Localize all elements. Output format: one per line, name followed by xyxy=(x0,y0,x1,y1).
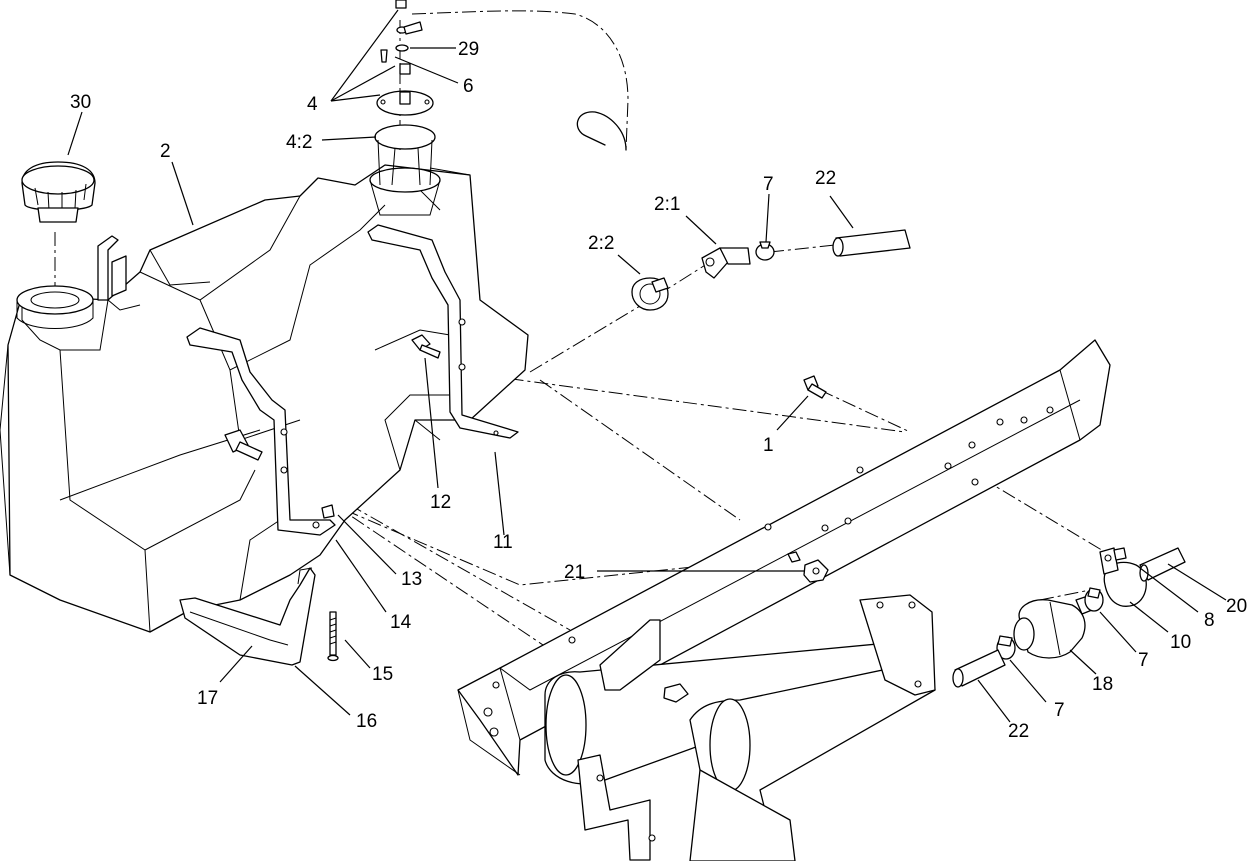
clamp-7-top xyxy=(755,241,775,261)
hose-8-20 xyxy=(1139,547,1186,582)
callout-13: 13 xyxy=(401,569,422,590)
callout-18: 18 xyxy=(1092,674,1113,695)
bolt-1 xyxy=(803,375,827,399)
callout-8: 8 xyxy=(1204,610,1215,631)
callout-16: 16 xyxy=(356,711,377,732)
tank-strap-rear xyxy=(367,224,519,439)
nut-13 xyxy=(321,504,335,519)
callout-30: 30 xyxy=(70,92,91,113)
fuel-hose-22-top xyxy=(832,229,911,257)
callout-29: 29 xyxy=(458,39,479,60)
callout-11: 11 xyxy=(493,532,513,553)
nut-21 xyxy=(787,551,829,583)
tank-bolt-front xyxy=(224,429,263,461)
fuel-filter-18 xyxy=(1013,595,1093,659)
vent-line xyxy=(576,111,627,151)
callout-1: 1 xyxy=(763,435,774,456)
callout-14: 14 xyxy=(390,612,412,633)
bolt-12 xyxy=(411,334,441,359)
frame-rail xyxy=(457,339,1111,861)
clamp-7-bottom xyxy=(996,635,1016,660)
callout-21: 21 xyxy=(564,562,585,583)
callout-22-bottom: 22 xyxy=(1008,721,1029,742)
callout-labels: 30 2 4 4:2 29 6 2:2 2:1 7 22 1 12 11 13 … xyxy=(70,39,1247,742)
callout-12: 12 xyxy=(430,492,451,513)
callout-7-top: 7 xyxy=(763,174,774,195)
callout-17: 17 xyxy=(197,688,218,709)
callout-7-right: 7 xyxy=(1138,650,1149,671)
callout-4: 4 xyxy=(307,94,318,115)
callout-4-2: 4:2 xyxy=(286,132,312,153)
fuel-sender-assembly xyxy=(374,0,436,186)
fuel-hose-22-bottom xyxy=(952,649,1006,688)
screw-15 xyxy=(327,611,339,662)
hose-clamp-2-2 xyxy=(631,277,669,311)
callout-6: 6 xyxy=(463,76,474,97)
p-clamp-10 xyxy=(1099,547,1147,607)
callout-10: 10 xyxy=(1170,632,1191,653)
callout-15: 15 xyxy=(372,664,393,685)
callout-22-top: 22 xyxy=(815,168,836,189)
callout-2-1: 2:1 xyxy=(654,194,680,215)
callout-20: 20 xyxy=(1226,596,1247,617)
tank-strap-front xyxy=(186,327,336,536)
guard-plate xyxy=(179,567,316,666)
callout-2: 2 xyxy=(160,141,171,162)
fitting-2-1 xyxy=(701,247,751,279)
callout-2-2: 2:2 xyxy=(588,233,614,254)
leader-lines xyxy=(67,9,1227,723)
callout-7-bottom: 7 xyxy=(1054,700,1065,721)
fuel-cap xyxy=(21,161,96,223)
clamp-7-right xyxy=(1084,587,1104,612)
